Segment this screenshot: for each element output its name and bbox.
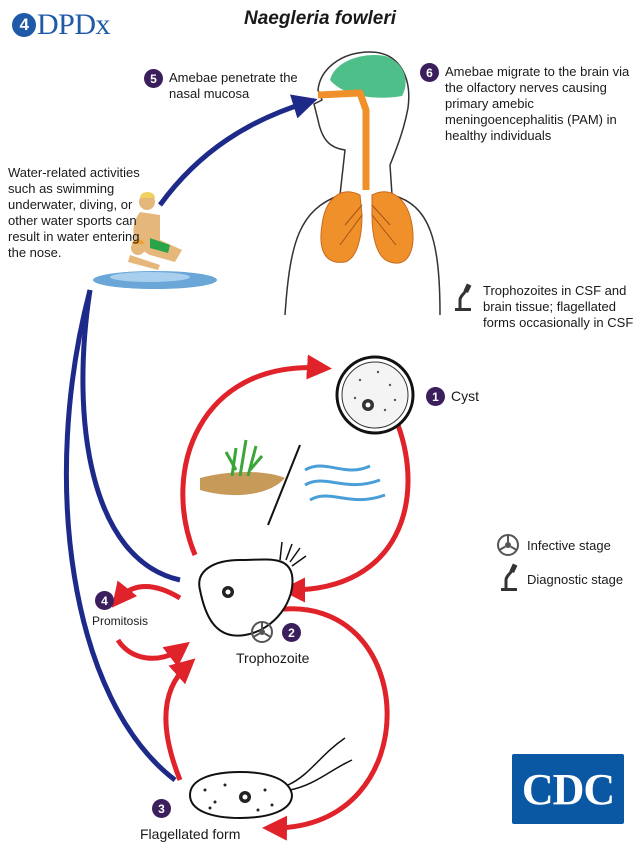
cdc-logo: CDC bbox=[512, 754, 624, 824]
step-6: 6 Amebae migrate to the brain via the ol… bbox=[420, 63, 640, 144]
red-arrow-to-cyst bbox=[180, 354, 332, 556]
microscope-icon bbox=[455, 283, 472, 311]
diagnostic-note: Trophozoites in CSF and brain tissue; fl… bbox=[483, 283, 634, 330]
step-2-badge-wrap: 2 bbox=[282, 623, 301, 642]
step-3-badge: 3 bbox=[152, 799, 171, 818]
step-5-label: Amebae penetrate the nasal mucosa bbox=[169, 70, 298, 101]
step-1-label: Cyst bbox=[451, 388, 479, 404]
biohazard-icon bbox=[251, 621, 273, 643]
step-1-badge: 1 bbox=[426, 387, 445, 406]
legend-microscope-icon bbox=[501, 563, 518, 591]
cdc-logo-text: CDC bbox=[521, 764, 615, 814]
step-4-badge-wrap: 4 bbox=[95, 591, 114, 610]
legend-diagnostic-label: Diagnostic stage bbox=[527, 572, 624, 587]
human-figure bbox=[284, 51, 441, 316]
left-lung bbox=[320, 191, 363, 263]
legend-infective-label: Infective stage bbox=[527, 538, 611, 553]
step-4-label: Promitosis bbox=[92, 614, 149, 628]
red-arrow-cyst-to-trophozoite bbox=[280, 424, 411, 603]
olfactory-path bbox=[317, 89, 370, 190]
step-2-badge: 2 bbox=[282, 623, 301, 642]
step-5-badge: 5 bbox=[144, 69, 163, 88]
dpdx-logo-mark: 4 bbox=[12, 13, 36, 37]
step-6-label: Amebae migrate to the brain via the olfa… bbox=[445, 64, 630, 143]
cyst-illustration bbox=[335, 355, 415, 435]
blue-arrow-trophozoite bbox=[80, 289, 181, 583]
legend-biohazard-icon bbox=[497, 534, 519, 556]
blue-arrow-nose bbox=[157, 94, 318, 207]
brain-shape bbox=[330, 55, 406, 98]
flagellated-illustration bbox=[188, 737, 353, 820]
red-arrow-promitosis-out bbox=[111, 580, 182, 608]
trophozoite-illustration bbox=[198, 541, 307, 637]
dpdx-logo: 4 DPDx bbox=[12, 8, 111, 42]
step-3-label: Flagellated form bbox=[140, 826, 241, 842]
blue-arrow-flagellated bbox=[63, 289, 177, 782]
step-2-label: Trophozoite bbox=[236, 650, 310, 666]
soil-water-illustration bbox=[200, 439, 386, 526]
step-6-badge: 6 bbox=[420, 63, 439, 82]
red-arrow-to-trophozoite bbox=[163, 658, 196, 781]
page-title: Naegleria fowleri bbox=[243, 8, 397, 29]
red-arrow-to-flagellated bbox=[262, 606, 390, 841]
step-5: 5 Amebae penetrate the nasal mucosa bbox=[144, 69, 309, 102]
dpdx-logo-text: DPDx bbox=[37, 8, 111, 41]
step-4-badge: 4 bbox=[95, 591, 114, 610]
right-lung bbox=[371, 191, 414, 264]
step-3-badge-wrap: 3 bbox=[152, 799, 171, 818]
red-arrow-promitosis-in bbox=[115, 638, 190, 668]
water-activities-note: Water-related activities such as swimmin… bbox=[8, 165, 140, 260]
step-1: 1 Cyst bbox=[426, 387, 479, 406]
swimmers-illustration bbox=[93, 192, 217, 289]
